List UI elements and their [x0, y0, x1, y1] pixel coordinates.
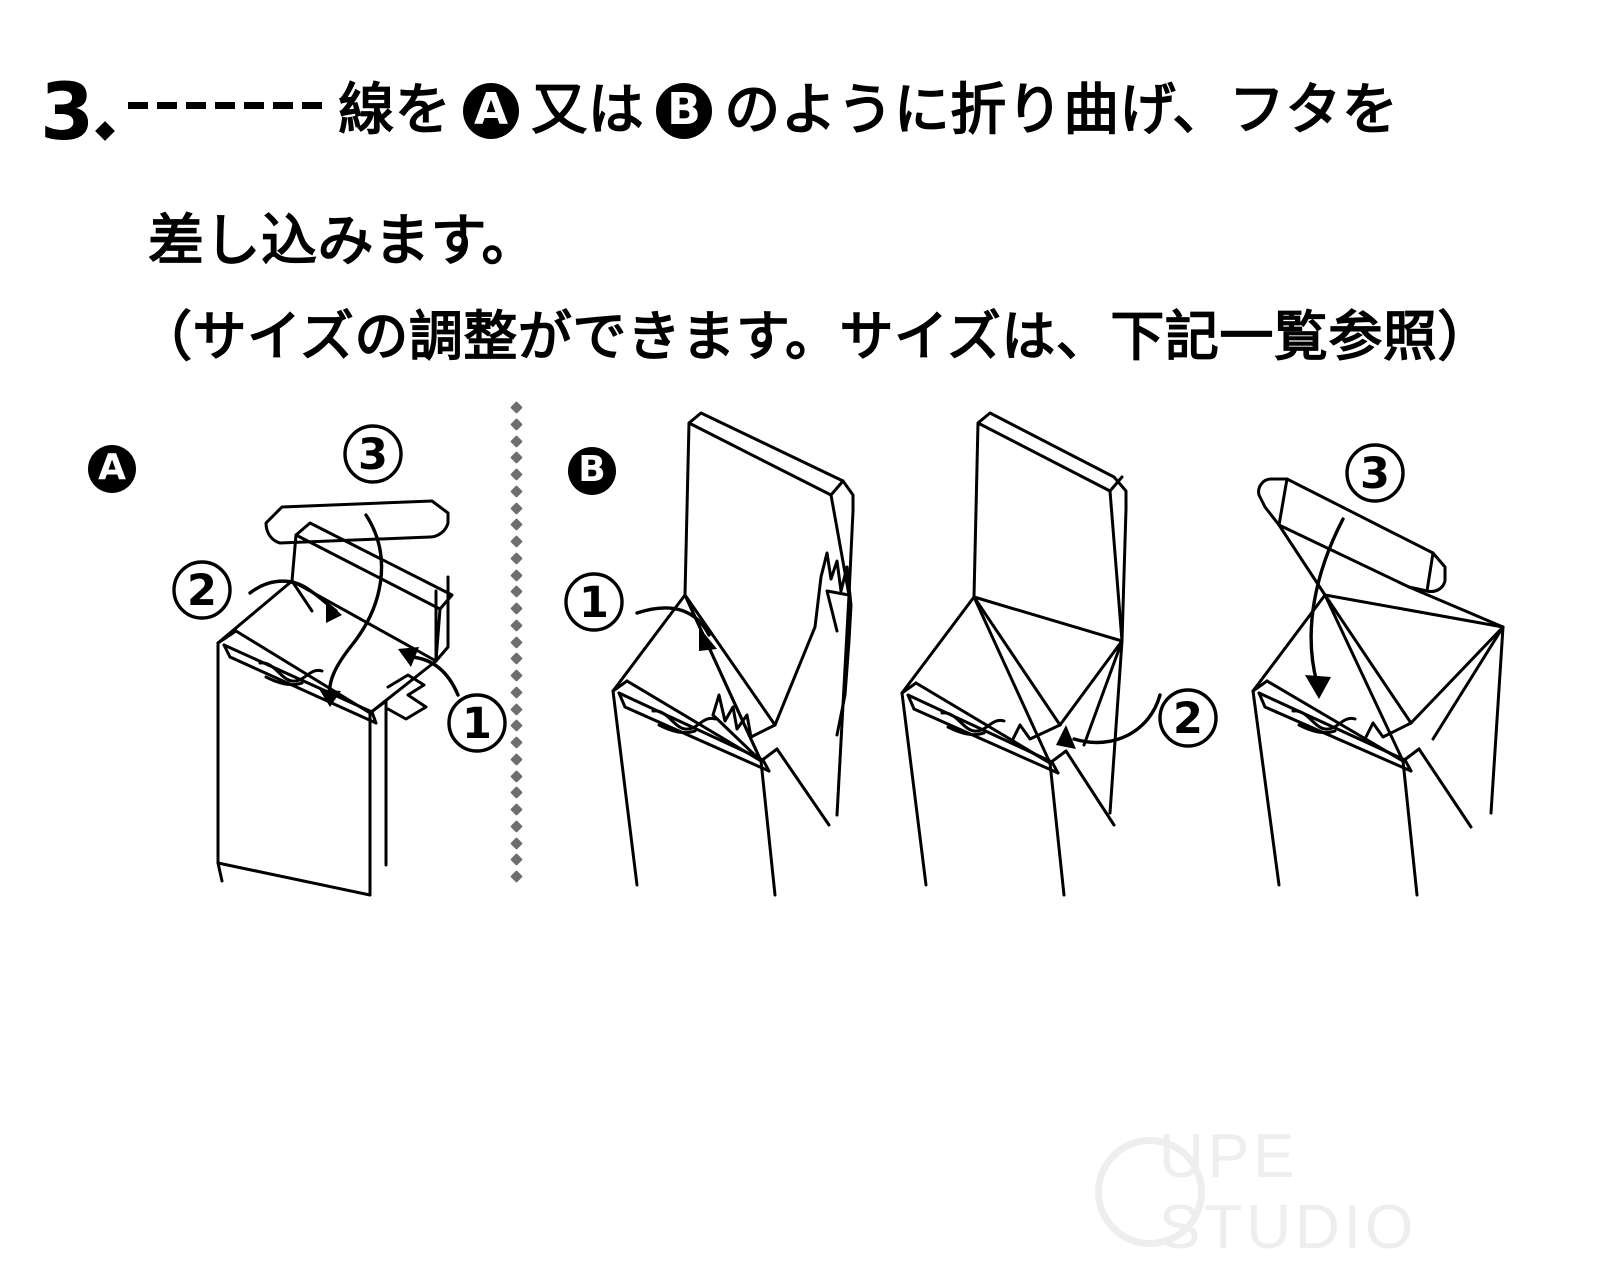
panel-a: A — [60, 395, 507, 897]
svg-text:3: 3 — [1360, 449, 1390, 499]
figure-b-step-2: 2 — [870, 395, 1218, 897]
badge-b-inline: B — [656, 83, 713, 139]
heading-text-suffix: のように折り曲げ、フタを — [724, 78, 1399, 143]
callout-1: 1 — [564, 572, 624, 632]
figure-b-step-3: 3 — [1195, 395, 1595, 897]
watermark-ring-icon — [1095, 1137, 1205, 1247]
heading-line-3: （サイズの調整ができます。サイズは、下記一覧参照） — [138, 305, 1492, 368]
watermark-text: UPE STUDIO — [1159, 1122, 1418, 1262]
heading-line-2: 差し込みます。 — [148, 209, 538, 274]
dashed-line-sample — [128, 101, 323, 109]
step-number-period — [95, 121, 116, 141]
panel-b: B — [545, 395, 1600, 897]
callout-3: 3 — [343, 424, 403, 484]
loupe-studio-watermark: UPE STUDIO — [1095, 1122, 1565, 1262]
heading-text-middle: 又は — [531, 78, 645, 143]
svg-text:2: 2 — [187, 566, 217, 616]
callout-2: 2 — [172, 560, 232, 620]
svg-text:1: 1 — [579, 578, 609, 628]
svg-text:3: 3 — [358, 430, 388, 480]
figure-b-step-1: 1 — [564, 395, 895, 897]
svg-text:2: 2 — [1173, 694, 1203, 744]
heading-line-1: 3 線を A 又は B のように折り曲げ、フタを — [40, 68, 1399, 158]
figure-a-box: 3 2 1 — [140, 395, 507, 897]
callout-2: 2 — [1158, 688, 1218, 748]
svg-text:1: 1 — [462, 699, 492, 749]
callout-1: 1 — [447, 693, 507, 753]
panel-b-badge: B — [568, 447, 616, 495]
heading-text-prefix: 線を — [338, 78, 452, 143]
section-divider — [505, 401, 527, 883]
panel-a-badge: A — [88, 445, 136, 493]
badge-a-inline: A — [463, 83, 520, 139]
callout-3: 3 — [1345, 443, 1405, 503]
diagram-area: UPE STUDIO A — [0, 395, 1600, 1262]
instruction-heading: 3 線を A 又は B のように折り曲げ、フタを 差し込みます。 （サイズの調整… — [0, 0, 1600, 400]
step-number: 3 — [40, 68, 94, 158]
